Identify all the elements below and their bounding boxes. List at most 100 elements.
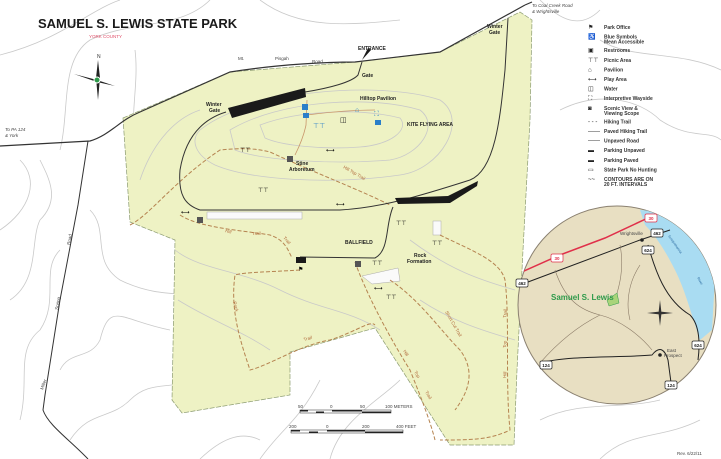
hill-top-trail-south-label-2: Top [413, 370, 421, 379]
ballfield-label: BALLFIELD [345, 240, 373, 246]
rock-formation-label: Rock [414, 253, 426, 259]
legend-item: ◫ Water [588, 87, 618, 93]
picnic-icon: ⊤⊤ [372, 260, 382, 267]
route-shield [664, 380, 678, 390]
inset-compass-icon [647, 300, 673, 326]
park-boundary [122, 11, 533, 446]
to-pa124-label: To PA 124 [5, 127, 26, 132]
arboretum-restroom-icon [287, 156, 293, 162]
legend-label: Picnic Area [604, 58, 631, 64]
play-area-icon: ⟷ [326, 148, 335, 154]
route-shield [515, 278, 529, 288]
svg-text:200: 200 [289, 424, 297, 429]
legend-item: ⟷ Play Area [588, 77, 627, 83]
route-shield-number: 624 [694, 343, 702, 348]
route-124 [539, 349, 673, 391]
legend-label: Interpretive Wayside [604, 96, 653, 102]
ballfield-road [299, 206, 394, 259]
road-label-mt: Mt. [238, 56, 244, 61]
restroom-icon-accessible [302, 104, 308, 110]
picnic-icon: ⊤⊤ [240, 147, 250, 154]
paved-hiking-trail-icon: —— [588, 129, 600, 135]
east-trail-label-3: Hill [502, 371, 508, 378]
legend-item: ——Paved Hiking Trail [588, 129, 648, 135]
winter-gate-left-label-2: Gate [209, 108, 220, 114]
legend-label: Play Area [604, 77, 627, 83]
legend-label: Pavilion [604, 67, 623, 73]
picnic-icon: ⊤⊤ [432, 240, 442, 247]
parking-paved-north [228, 88, 306, 118]
route-shield [539, 360, 553, 370]
parking-unpaved-ballfield [296, 257, 306, 263]
wrightsville-label: Wrightsville [620, 231, 643, 236]
legend-label-2: Mean Accessible [604, 40, 644, 46]
legend-item: - - -Hiking Trail [588, 119, 632, 125]
east-trail-label: Trail [502, 309, 508, 318]
picnic-area-icon: ⊤⊤ [588, 57, 598, 64]
no-hunting-icon: ▭ [588, 167, 594, 173]
legend-label: Park Office [604, 25, 631, 31]
arboretum-label: Arboretum [289, 167, 315, 173]
scale-bar-feet: 200 0 200 400 FEET [289, 424, 417, 434]
unpaved-road-icon: —— [588, 139, 600, 145]
hiking-trails [129, 148, 511, 441]
route-shield [550, 253, 564, 263]
north-label: N [97, 54, 101, 60]
legend-label: Parking Paved [604, 158, 638, 164]
local-roads [539, 244, 653, 364]
entrance-road [304, 61, 363, 93]
compass-rose: N [74, 54, 115, 100]
rock-formation-label-2: Formation [407, 259, 431, 265]
county-label: YORK COUNTY [89, 34, 122, 39]
picnic-icon: ⊤⊤ [386, 294, 396, 301]
water-icon: ◫ [588, 87, 594, 93]
route-shield-number: 124 [542, 363, 550, 368]
legend-label: Restrooms [604, 48, 630, 54]
route-shield-number: 30 [648, 216, 654, 221]
svg-text:50: 50 [298, 404, 304, 409]
revision-label: Rev. 6/22/11 [677, 451, 702, 456]
map-title: SAMUEL S. LEWIS STATE PARK [38, 16, 238, 31]
interpretive-wayside-icon: ⛶ [588, 95, 593, 102]
legend-label: Parking Unpaved [604, 148, 645, 154]
play-area-icon: ⟷ [588, 77, 597, 83]
parking-unpaved-icon: ▬ [588, 148, 594, 154]
legend-label: Water [604, 87, 618, 93]
winter-gate-left-label: Winter [206, 102, 222, 108]
scale-bar-meters: 50 0 50 100 METERS [298, 404, 413, 414]
route-shield [644, 213, 658, 223]
route-shield [691, 340, 705, 350]
scenic-view-icon [375, 120, 381, 125]
legend-label: Scenic View & [604, 106, 638, 112]
park-loop-road [179, 17, 509, 211]
kite-flying-area-label: KITE FLYING AREA [407, 122, 453, 128]
mt-pisgah-road [0, 4, 526, 147]
park-office-icon: ⚑ [298, 266, 303, 273]
svg-text:100 METERS: 100 METERS [385, 404, 413, 409]
rock-trail-label-2: Trail [303, 335, 313, 342]
spring-road-label: Road [66, 233, 73, 245]
route-shield-number: 624 [644, 248, 652, 253]
road-label-pisgah: Pisgah [275, 56, 289, 61]
hill-trail-label-3: Trail [282, 235, 291, 245]
hill-top-trail-south-label: Hill [402, 349, 409, 357]
entrance-marker [362, 48, 371, 60]
wayside-icon: ⛶ [374, 110, 379, 118]
roads [0, 1, 533, 459]
route-shield [650, 228, 664, 238]
inset-map: Samuel S. Lewis Wrightsville East Prospe… [515, 205, 717, 405]
inset-park-label: Samuel S. Lewis [551, 293, 614, 302]
spring-road-label-2: Spring [54, 296, 61, 310]
legend-label: State Park No Hunting [604, 167, 657, 173]
svg-text:50: 50 [360, 404, 366, 409]
pavilion-icon: ⌂ [355, 107, 359, 114]
east-trail-label-2: Top [502, 340, 508, 348]
park-contours [139, 89, 516, 351]
legend-item: ⚑Park Office [588, 24, 631, 31]
east-prospect-label-2: Prospect [664, 353, 683, 358]
parking-paved-icon: ▬ [588, 158, 594, 164]
contour-icon: ~~ [588, 177, 596, 183]
svg-text:400 FEET: 400 FEET [396, 424, 417, 429]
